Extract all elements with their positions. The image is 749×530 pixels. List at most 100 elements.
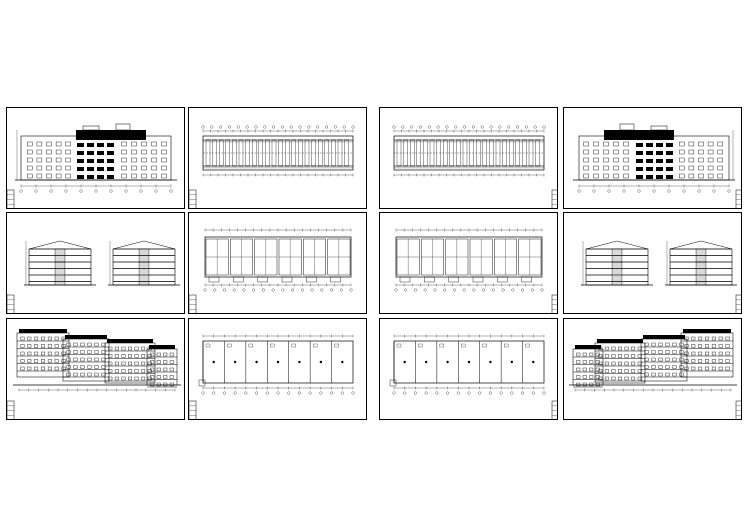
- floor-plan-outline: [204, 236, 352, 278]
- window: [717, 141, 723, 147]
- window: [46, 149, 52, 155]
- window: [34, 359, 39, 363]
- balcony: [97, 143, 104, 147]
- balcony: [646, 151, 653, 155]
- window: [644, 357, 649, 362]
- axis-bubble: [342, 125, 346, 129]
- axis-bubble: [530, 288, 534, 292]
- drawing-sheet-plan-roof[interactable]: [379, 107, 558, 209]
- roof-mass: [643, 335, 685, 339]
- window: [705, 336, 709, 341]
- axis-bubble: [244, 391, 248, 395]
- drawing-sheet-plan-floor[interactable]: [188, 212, 367, 314]
- drawing-sheet-elevation-front[interactable]: [563, 107, 742, 209]
- window: [114, 346, 119, 351]
- window: [688, 141, 695, 147]
- axis-bubble: [445, 125, 449, 129]
- window: [684, 344, 689, 348]
- window: [34, 366, 39, 371]
- window: [141, 346, 146, 351]
- window: [698, 141, 704, 147]
- stair: [227, 343, 232, 348]
- window: [128, 346, 132, 351]
- window: [583, 157, 589, 163]
- window: [169, 382, 174, 387]
- balcony: [646, 167, 653, 171]
- drawing-sheet-elevation-perspective[interactable]: [563, 318, 742, 420]
- window: [718, 359, 723, 363]
- window: [101, 357, 106, 362]
- window: [20, 366, 25, 371]
- axis-bubble: [471, 125, 475, 129]
- drawing-sheet-plan-floor[interactable]: [379, 212, 558, 314]
- window: [651, 365, 656, 369]
- axis-bubble: [287, 391, 291, 395]
- window: [27, 359, 32, 363]
- drawing-sheet-elevation-perspective[interactable]: [6, 318, 185, 420]
- window: [101, 365, 106, 369]
- drawing-sheet-plan-ground[interactable]: [379, 318, 558, 420]
- axis-bubble: [697, 189, 701, 193]
- window: [141, 149, 147, 155]
- balcony: [646, 159, 653, 163]
- window: [717, 173, 723, 179]
- window: [121, 354, 126, 358]
- window: [41, 344, 45, 348]
- window: [679, 372, 684, 377]
- axis-bubble: [298, 125, 302, 129]
- window: [121, 346, 126, 351]
- axis-bubble: [222, 391, 226, 395]
- elevation-drawing: [13, 329, 181, 392]
- window: [583, 173, 589, 179]
- axis-bubble: [482, 288, 486, 292]
- window: [151, 173, 157, 179]
- window: [679, 342, 684, 347]
- balcony: [666, 143, 673, 147]
- window: [679, 141, 685, 147]
- axis-bubble: [667, 189, 671, 193]
- balcony: [77, 175, 84, 179]
- window: [603, 157, 609, 163]
- axis-bubble: [472, 288, 476, 292]
- window: [665, 365, 670, 369]
- balcony: [646, 175, 653, 179]
- balcony: [646, 143, 653, 147]
- window: [163, 375, 168, 379]
- roof-tower: [115, 123, 131, 131]
- window: [725, 359, 730, 363]
- drawing-sheet-plan-roof[interactable]: [188, 107, 367, 209]
- window: [698, 359, 703, 363]
- stair: [461, 343, 466, 348]
- window: [672, 365, 677, 369]
- axis-bubble: [333, 125, 337, 129]
- window: [637, 354, 642, 358]
- stair: [248, 343, 254, 348]
- window: [141, 157, 147, 163]
- window: [108, 376, 113, 381]
- column-mark: [510, 360, 514, 364]
- axis-bubble: [236, 125, 240, 129]
- axis-bubble: [330, 391, 334, 395]
- axis-bubble: [325, 125, 328, 129]
- window: [691, 344, 696, 348]
- balcony: [107, 151, 114, 155]
- window: [46, 157, 52, 163]
- axis-bubble: [139, 189, 143, 193]
- axis-bubble: [261, 288, 265, 292]
- window: [589, 352, 594, 357]
- window: [121, 141, 127, 147]
- axis-bubble: [501, 288, 505, 292]
- balcony: [97, 151, 104, 155]
- building-outline: [578, 135, 730, 181]
- drawing-sheet-elevation-front[interactable]: [6, 107, 185, 209]
- drawing-sheet-plan-ground[interactable]: [188, 318, 367, 420]
- window: [705, 359, 709, 363]
- balcony: [97, 175, 104, 179]
- axis-bubble: [401, 125, 405, 129]
- window: [582, 375, 587, 379]
- window: [46, 173, 52, 179]
- drawing-sheet-section-pair[interactable]: [563, 212, 742, 314]
- drawing-sheet-section-pair[interactable]: [6, 212, 185, 314]
- window: [707, 157, 714, 163]
